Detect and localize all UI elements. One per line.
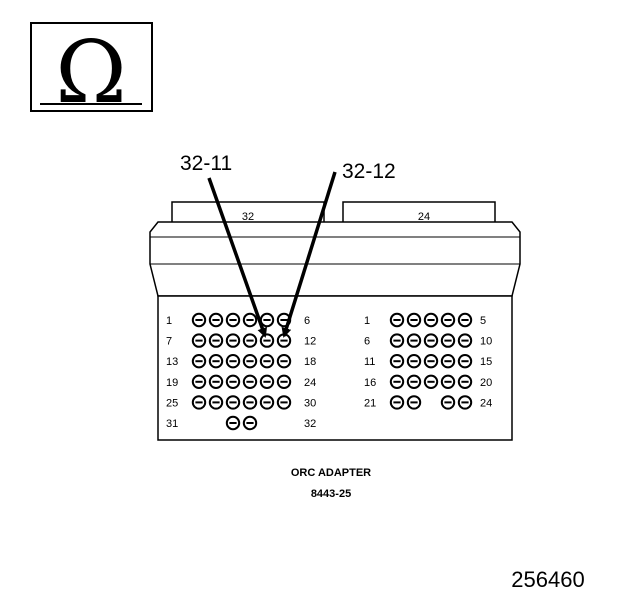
right-pin-socket [423, 333, 439, 348]
left-pin-socket [242, 415, 258, 431]
right-row-end-label: 10 [480, 336, 492, 348]
left-row-end-label: 24 [304, 377, 316, 389]
left-pin-socket [242, 333, 258, 348]
left-pin-socket [276, 374, 292, 389]
left-pin-socket [225, 415, 241, 431]
ohm-symbol-icon: Ω [55, 23, 126, 123]
right-row-end-label: 15 [480, 356, 492, 368]
left-row-start-label: 7 [166, 336, 172, 348]
left-pin-socket [225, 374, 241, 389]
left-pin-socket [191, 374, 207, 389]
left-row-end-label: 18 [304, 356, 316, 368]
right-pin-socket [457, 395, 473, 410]
callout-arrows: 32-11 32-12 [180, 152, 396, 338]
right-pin-socket [389, 354, 405, 369]
left-pin-socket [259, 333, 275, 348]
left-pin-socket [259, 374, 275, 389]
left-pin-socket [242, 395, 258, 410]
right-row-start-label: 16 [364, 377, 376, 389]
left-pin-socket [259, 354, 275, 369]
figure-number: 256460 [511, 567, 584, 592]
left-pin-socket [208, 374, 224, 389]
right-pin-socket [406, 374, 422, 389]
tab-right-label: 24 [418, 211, 430, 223]
left-pin-socket [242, 374, 258, 389]
right-row-end-label: 24 [480, 397, 492, 409]
left-pin-socket [276, 395, 292, 410]
left-row-start-label: 25 [166, 397, 178, 409]
left-row-end-label: 12 [304, 336, 316, 348]
left-pin-socket [242, 354, 258, 369]
left-pin-socket [276, 333, 292, 348]
right-row-end-label: 20 [480, 377, 492, 389]
right-pin-socket [406, 395, 422, 410]
right-pin-socket [389, 395, 405, 410]
ohmmeter-symbol: Ω [30, 22, 153, 123]
left-pin-socket [225, 333, 241, 348]
right-pin-socket [423, 354, 439, 369]
left-row-start-label: 1 [166, 315, 172, 327]
right-pin-socket [389, 312, 405, 328]
tab-left-label: 32 [242, 211, 254, 223]
left-pin-socket [191, 395, 207, 410]
adapter-title: ORC ADAPTER [291, 467, 371, 479]
right-pin-socket [457, 333, 473, 348]
left-row-end-label: 30 [304, 397, 316, 409]
right-pin-socket [457, 312, 473, 328]
right-pin-socket [440, 374, 456, 389]
left-pin-socket [259, 395, 275, 410]
right-pin-socket [457, 374, 473, 389]
adapter-part-number: 8443-25 [311, 488, 351, 500]
right-pin-socket [423, 312, 439, 328]
left-row-start-label: 13 [166, 356, 178, 368]
left-row-end-label: 6 [304, 315, 310, 327]
left-pin-socket [242, 312, 258, 328]
left-pin-socket [208, 395, 224, 410]
left-row-start-label: 31 [166, 418, 178, 430]
right-row-start-label: 1 [364, 315, 370, 327]
right-row-start-label: 6 [364, 336, 370, 348]
left-pin-socket [225, 312, 241, 328]
symbol-frame [30, 22, 153, 112]
right-pin-socket [406, 354, 422, 369]
left-pin-socket [191, 312, 207, 328]
arrow-32-11 [207, 177, 268, 338]
left-pin-socket [191, 333, 207, 348]
left-pin-socket [208, 333, 224, 348]
left-pin-socket [225, 354, 241, 369]
left-pin-socket [225, 395, 241, 410]
left-pin-socket [208, 354, 224, 369]
right-pin-socket [423, 374, 439, 389]
right-row-end-label: 5 [480, 315, 486, 327]
right-pin-socket [406, 312, 422, 328]
left-pin-socket [191, 354, 207, 369]
right-row-start-label: 21 [364, 397, 376, 409]
callout-label-32-11: 32-11 [180, 152, 232, 175]
arrow-32-12 [281, 171, 337, 338]
right-pin-socket [440, 333, 456, 348]
right-pin-socket [440, 395, 456, 410]
right-pin-socket [440, 312, 456, 328]
right-pin-socket [440, 354, 456, 369]
right-row-start-label: 11 [364, 356, 375, 368]
right-pin-socket [389, 333, 405, 348]
right-pin-socket [406, 333, 422, 348]
left-pin-socket [276, 354, 292, 369]
right-pin-socket [389, 374, 405, 389]
callout-label-32-12: 32-12 [342, 160, 396, 183]
left-pin-socket [208, 312, 224, 328]
left-row-end-label: 32 [304, 418, 316, 430]
left-pin-grid: 1 6 7 12 13 18 19 24 25 30 31 32 [166, 312, 316, 431]
body-top-band [149, 221, 521, 297]
left-row-start-label: 19 [166, 377, 178, 389]
right-pin-socket [457, 354, 473, 369]
